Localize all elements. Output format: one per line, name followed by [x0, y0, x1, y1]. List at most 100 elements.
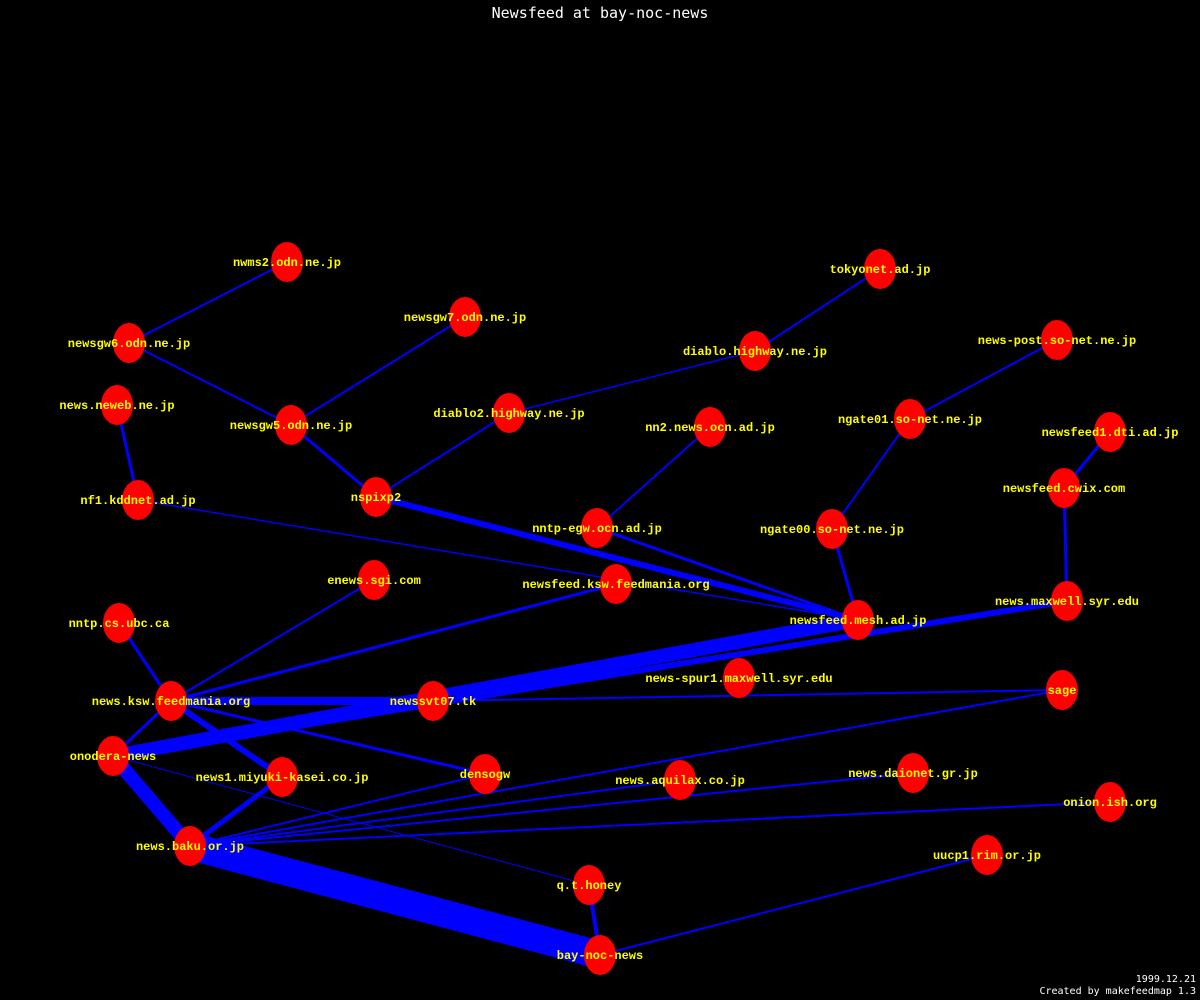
node-news-ksw-feedmania-org[interactable]: news.ksw.feedmania.org	[92, 681, 250, 721]
node-nntp-egw-ocn-ad-jp[interactable]: nntp-egw.ocn.ad.jp	[532, 508, 662, 548]
node-circle	[101, 385, 133, 425]
node-sage[interactable]: sage	[1046, 670, 1078, 710]
node-news-neweb-ne-jp[interactable]: news.neweb.ne.jp	[59, 385, 175, 425]
node-label: newsgw6.odn.ne.jp	[68, 337, 190, 351]
node-ngate01-so-net-ne-jp[interactable]: ngate01.so-net.ne.jp	[838, 399, 982, 439]
node-newssvt07-tk[interactable]: newssvt07.tk	[390, 681, 476, 721]
node-label: onodera-news	[70, 750, 156, 764]
edge-diablo2-highway-ne-jp-to-nspixp2	[375, 412, 510, 498]
node-label: nf1.kddnet.ad.jp	[80, 494, 195, 508]
edge-news-baku-or-jp-to-sage	[189, 689, 1063, 847]
node-label: ngate00.so-net.ne.jp	[760, 523, 904, 537]
node-ngate00-so-net-ne-jp[interactable]: ngate00.so-net.ne.jp	[760, 509, 904, 549]
node-circle	[97, 736, 129, 776]
node-label: bay-noc-news	[557, 949, 643, 963]
node-newsfeed1-dti-ad-jp[interactable]: newsfeed1.dti.ad.jp	[1042, 412, 1179, 452]
node-label: newsgw7.odn.ne.jp	[404, 311, 526, 325]
node-label: sage	[1048, 684, 1077, 698]
node-uucp1-rim-or-jp[interactable]: uucp1.rim.or.jp	[933, 835, 1041, 875]
node-circle	[584, 935, 616, 975]
node-circle	[103, 603, 135, 643]
node-diablo-highway-ne-jp[interactable]: diablo.highway.ne.jp	[683, 331, 827, 371]
node-circle	[358, 560, 390, 600]
node-newsfeed-mesh-ad-jp[interactable]: newsfeed.mesh.ad.jp	[790, 600, 927, 640]
node-label: densogw	[460, 768, 511, 782]
edge-onodera-news-to-news-maxwell-syr-edu	[112, 598, 1068, 759]
node-circle	[842, 600, 874, 640]
node-nspixp2[interactable]: nspixp2	[351, 477, 401, 517]
node-circle	[266, 757, 298, 797]
node-circle	[723, 658, 755, 698]
node-label: newsfeed.ksw.feedmania.org	[522, 578, 709, 592]
node-circle	[971, 835, 1003, 875]
node-label: newsgw5.odn.ne.jp	[230, 419, 352, 433]
page-title: Newsfeed at bay-noc-news	[491, 4, 709, 22]
node-q-t-honey[interactable]: q.t.honey	[557, 865, 622, 905]
node-news-baku-or-jp[interactable]: news.baku.or.jp	[136, 826, 244, 866]
node-onodera-news[interactable]: onodera-news	[70, 736, 156, 776]
edge-newsgw5-odn-ne-jp-to-nspixp2	[290, 423, 377, 499]
node-bay-noc-news[interactable]: bay-noc-news	[557, 935, 643, 975]
node-news-post-so-net-ne-jp[interactable]: news-post.so-net.ne.jp	[978, 320, 1136, 360]
node-enews-sgi-com[interactable]: enews.sgi.com	[327, 560, 421, 600]
node-newsgw5-odn-ne-jp[interactable]: newsgw5.odn.ne.jp	[230, 405, 352, 445]
node-news-spur1-maxwell-syr-edu[interactable]: news-spur1.maxwell.syr.edu	[645, 658, 833, 698]
node-news-daionet-gr-jp[interactable]: news.daionet.gr.jp	[848, 753, 978, 793]
edge-nn2-news-ocn-ad-jp-to-nntp-egw-ocn-ad-jp	[596, 426, 711, 529]
node-circle	[739, 331, 771, 371]
edge-nspixp2-to-newsfeed-mesh-ad-jp	[375, 494, 859, 623]
edge-news-ksw-feedmania-org-to-news1-miyuki-kasei-co-jp	[169, 698, 284, 780]
node-circle	[271, 242, 303, 282]
node-circle	[1051, 581, 1083, 621]
node-newsgw7-odn-ne-jp[interactable]: newsgw7.odn.ne.jp	[404, 297, 526, 337]
node-nn2-news-ocn-ad-jp[interactable]: nn2.news.ocn.ad.jp	[645, 407, 775, 447]
node-label: newsfeed.cwix.com	[1003, 482, 1125, 496]
node-label: news-spur1.maxwell.syr.edu	[645, 672, 832, 686]
node-nntp-cs-ubc-ca[interactable]: nntp.cs.ubc.ca	[69, 603, 170, 643]
node-circle	[694, 407, 726, 447]
node-label: newsfeed1.dti.ad.jp	[1042, 426, 1179, 440]
node-circle	[894, 399, 926, 439]
node-label: news.neweb.ne.jp	[59, 399, 174, 413]
node-newsfeed-ksw-feedmania-org[interactable]: newsfeed.ksw.feedmania.org	[522, 564, 710, 604]
edge-newsgw7-odn-ne-jp-to-newsgw5-odn-ne-jp	[290, 316, 466, 426]
node-label: nntp.cs.ubc.ca	[69, 617, 170, 631]
node-news-aquilax-co-jp[interactable]: news.aquilax.co.jp	[615, 760, 745, 800]
node-circle	[469, 754, 501, 794]
node-news1-miyuki-kasei-co-jp[interactable]: news1.miyuki-kasei.co.jp	[196, 757, 369, 797]
node-circle	[1094, 412, 1126, 452]
node-tokyonet-ad-jp[interactable]: tokyonet.ad.jp	[830, 249, 931, 289]
edge-onodera-news-to-news-baku-or-jp	[107, 751, 196, 851]
node-circle	[1041, 320, 1073, 360]
node-newsgw6-odn-ne-jp[interactable]: newsgw6.odn.ne.jp	[68, 323, 190, 363]
node-circle	[816, 509, 848, 549]
node-circle	[573, 865, 605, 905]
node-densogw[interactable]: densogw	[460, 754, 511, 794]
node-nf1-kddnet-ad-jp[interactable]: nf1.kddnet.ad.jp	[80, 480, 196, 520]
edge-news-post-so-net-ne-jp-to-ngate01-so-net-ne-jp	[909, 339, 1058, 420]
node-onion-ish-org[interactable]: onion.ish.org	[1063, 782, 1157, 822]
node-label: newssvt07.tk	[390, 695, 476, 709]
node-circle	[493, 393, 525, 433]
edge-news-baku-or-jp-to-news-daionet-gr-jp	[189, 772, 914, 847]
node-circle	[113, 323, 145, 363]
node-diablo2-highway-ne-jp[interactable]: diablo2.highway.ne.jp	[433, 393, 585, 433]
node-newsfeed-cwix-com[interactable]: newsfeed.cwix.com	[1003, 468, 1125, 508]
node-label: tokyonet.ad.jp	[830, 263, 931, 277]
node-circle	[1094, 782, 1126, 822]
node-label: q.t.honey	[557, 879, 622, 893]
node-circle	[275, 405, 307, 445]
node-circle	[155, 681, 187, 721]
node-label: nn2.news.ocn.ad.jp	[645, 421, 775, 435]
node-circle	[122, 480, 154, 520]
edge-newssvt07-tk-to-sage	[432, 689, 1063, 702]
node-nwms2-odn-ne-jp[interactable]: nwms2.odn.ne.jp	[233, 242, 341, 282]
node-news-maxwell-syr-edu[interactable]: news.maxwell.syr.edu	[995, 581, 1139, 621]
node-label: news.daionet.gr.jp	[848, 767, 978, 781]
node-label: news.baku.or.jp	[136, 840, 244, 854]
node-circle	[1048, 468, 1080, 508]
footer-date: 1999.12.21	[1135, 974, 1196, 985]
node-label: uucp1.rim.or.jp	[933, 849, 1041, 863]
node-label: news.maxwell.syr.edu	[995, 595, 1139, 609]
node-circle	[864, 249, 896, 289]
